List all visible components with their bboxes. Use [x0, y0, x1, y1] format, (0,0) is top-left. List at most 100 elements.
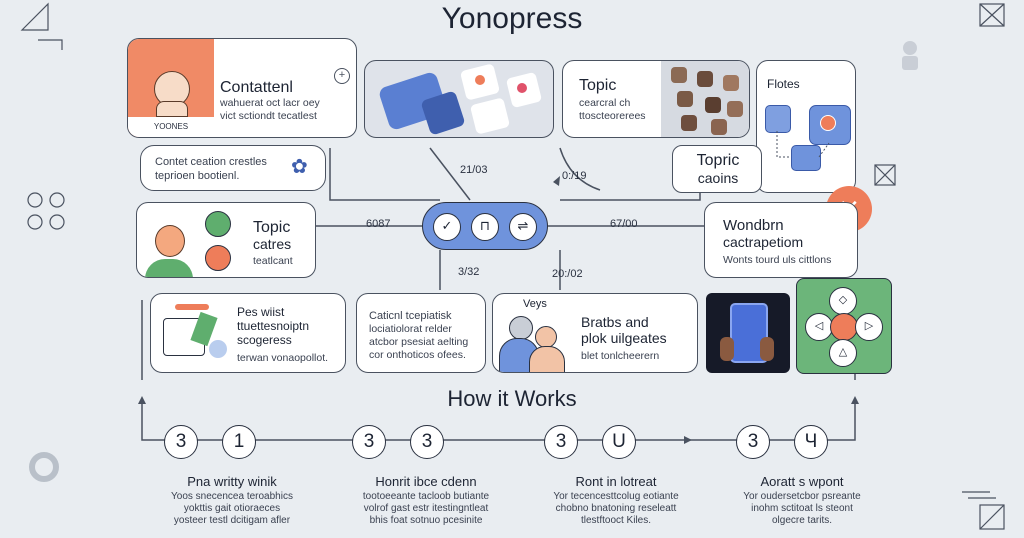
link-icon[interactable]: ⇌: [509, 213, 537, 241]
card-line-2: teprioen bootienl.: [155, 170, 240, 182]
card-caticnl[interactable]: Caticnl tcepiatisk lociatiolorat relder …: [356, 293, 486, 373]
step-4-desc-2: inohm sctitoat ls steont: [751, 503, 853, 514]
avatar: [205, 211, 231, 237]
card-sub: blet tonlcheerern: [581, 350, 660, 362]
card-title-2: ttuettesnoiptn: [237, 319, 310, 333]
dpad-card[interactable]: ◇ ◁ ▷ △: [796, 278, 892, 374]
connector-label: 0:/19: [562, 170, 587, 182]
connector-label: 21/03: [460, 164, 488, 176]
card-topic-caoins[interactable]: Topric caoins: [672, 145, 762, 193]
card-line-1: Caticnl tcepiatisk: [369, 310, 452, 322]
card-title-1: Pes wiist: [237, 305, 285, 319]
card-title: Topic: [253, 219, 291, 236]
page-title: Yonopress: [441, 2, 583, 35]
connector-label: 6087: [366, 218, 391, 230]
card-line-3: atcbor psesiat aelting: [369, 336, 469, 348]
arrow-up-right: [851, 396, 859, 404]
people-illustration-icon: [493, 294, 571, 372]
arrow-top-right: [553, 176, 560, 186]
connector-label: 20:/02: [552, 268, 583, 280]
card-title-2: catres: [253, 236, 292, 252]
step-4-number-b[interactable]: Ч: [794, 425, 828, 459]
card-line-1: cearcral ch: [579, 97, 631, 109]
step-1-number-b[interactable]: 1: [222, 425, 256, 459]
card-flotes[interactable]: Flotes: [756, 60, 856, 193]
step-2-desc-2: volrof gast estr itestingntleat: [363, 503, 489, 514]
step-3-title: Ront in lotreat: [575, 474, 657, 489]
card-title: Wondbrn: [723, 217, 784, 234]
card-line-1: Contet ceation crestles: [155, 156, 267, 168]
avatar-grid: [661, 61, 749, 137]
card-app-screens[interactable]: [364, 60, 554, 138]
step-2-title: Honrit ibce cdenn: [375, 474, 477, 489]
avatar: [145, 219, 193, 277]
card-tag: Veys: [523, 298, 547, 310]
card-line-1: wahuerat oct lacr oey: [220, 97, 320, 109]
connector-label: 67/00: [610, 218, 638, 230]
card-line-2: vict sctiondt tecatlest: [220, 110, 317, 122]
dpad-up-icon[interactable]: ◇: [829, 287, 857, 315]
step-1-desc-1: Yoos snecencea teroabhics: [171, 491, 293, 502]
card-contattenl[interactable]: YOONES Contattenl wahuerat oct lacr oey …: [127, 38, 357, 138]
card-line-2: ttoscteorerees: [579, 110, 646, 122]
step-4-desc-1: Yor oudersetcbor psreante: [743, 491, 861, 502]
step-1-desc-2: yokttis gait otioraeces: [183, 503, 281, 514]
hand-illustration-icon: [161, 304, 233, 364]
card-title-2: plok uilgeates: [581, 330, 667, 346]
card-sub: terwan vonaopollot.: [237, 352, 329, 364]
card-title-2: caoins: [697, 170, 739, 186]
card-sub: teatlcant: [253, 255, 293, 267]
card-title-2: cactrapetiom: [723, 234, 804, 250]
card-title: Topic: [579, 77, 617, 94]
connector-label: 3/32: [458, 266, 480, 278]
step-3-number-a[interactable]: 3: [544, 425, 578, 459]
card-bratbs[interactable]: Veys Bratbs and plok uilgeates blet tonl…: [492, 293, 698, 373]
step-4-desc-3: olgecre tarits.: [771, 515, 833, 526]
dpad-down-icon[interactable]: △: [829, 339, 857, 367]
step-2-desc-3: bhis foat sotnuo pcesinite: [369, 515, 483, 526]
node-icon: [765, 105, 791, 133]
section-heading: How it Works: [447, 386, 577, 411]
arrow-step: [684, 436, 692, 444]
dpad-right-icon[interactable]: ▷: [855, 313, 883, 341]
card-title: Contattenl: [220, 79, 293, 96]
flower-icon: ✿: [291, 156, 308, 178]
step-1-desc-3: yosteer testl dcitigam afler: [173, 515, 291, 526]
card-sub: Wonts tourd uls cittlons: [723, 254, 832, 266]
node-icon: [791, 145, 821, 171]
card-title-3: scogeress: [237, 333, 292, 347]
step-1-number-a[interactable]: 3: [164, 425, 198, 459]
step-1-title: Pna writty winik: [187, 474, 277, 489]
dpad-center-icon[interactable]: [830, 313, 858, 341]
card-wondbrn[interactable]: Wondbrn cactrapetiom Wonts tourd uls cit…: [704, 202, 858, 278]
step-2-desc-1: tootoeeante tacloob butiante: [362, 491, 490, 502]
arrow-up-left: [138, 396, 146, 404]
step-4-title: Aoratt s wpont: [760, 474, 844, 489]
dpad-left-icon[interactable]: ◁: [805, 313, 833, 341]
card-line-2: lociatiolorat relder: [369, 323, 452, 335]
phone-photo: [706, 293, 790, 373]
plus-icon[interactable]: +: [334, 68, 350, 84]
card-illustration: YOONES: [128, 39, 214, 137]
card-content-creation[interactable]: Contet ceation crestles teprioen bootien…: [140, 145, 326, 191]
lock-icon[interactable]: ⊓: [471, 213, 499, 241]
step-2-number-b[interactable]: 3: [410, 425, 444, 459]
step-2-number-a[interactable]: 3: [352, 425, 386, 459]
card-badge: YOONES: [153, 122, 189, 131]
step-3-desc-1: Yor tecencesttcolug eotiante: [553, 491, 679, 502]
avatar: [205, 245, 231, 271]
card-title: Topric: [696, 152, 740, 169]
step-3-desc-3: tlestftooct Kiles.: [580, 515, 652, 526]
step-4-number-a[interactable]: 3: [736, 425, 770, 459]
step-3-desc-2: chobno bnatoning reseleatt: [555, 503, 677, 514]
central-hub[interactable]: ✓ ⊓ ⇌: [422, 202, 548, 250]
card-pes-wiist[interactable]: Pes wiist ttuettesnoiptn scogeress terwa…: [150, 293, 346, 373]
step-3-number-b[interactable]: U: [602, 425, 636, 459]
card-topic-catres[interactable]: Topic catres teatlcant: [136, 202, 316, 278]
card-title: Bratbs and: [581, 314, 649, 330]
check-icon[interactable]: ✓: [433, 213, 461, 241]
card-line-4: cor onthoticos ofees.: [369, 349, 466, 361]
card-topic-top[interactable]: Topic cearcral ch ttoscteorerees: [562, 60, 750, 138]
card-title: Flotes: [767, 77, 800, 91]
